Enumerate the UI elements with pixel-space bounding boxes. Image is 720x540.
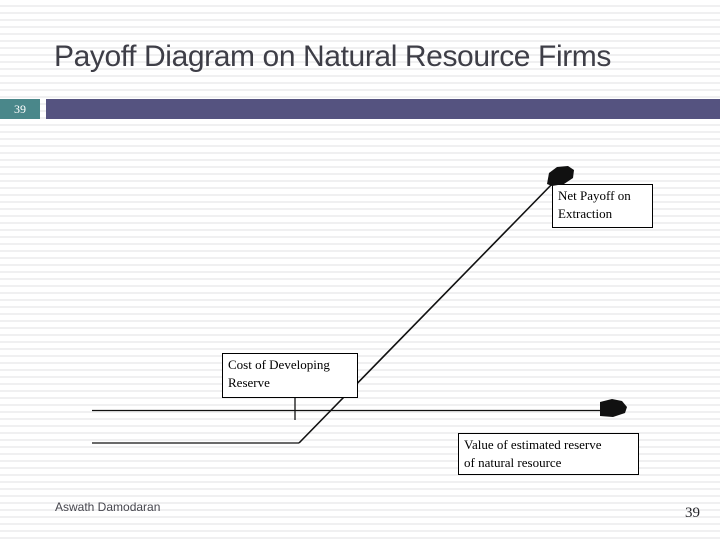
footer-page-number: 39 — [685, 505, 700, 521]
cost-label-line2: Reserve — [228, 375, 270, 390]
slide-number-badge: 39 — [0, 99, 40, 119]
slide-title: Payoff Diagram on Natural Resource Firms — [54, 40, 611, 73]
cost-label-line1: Cost of Developing — [228, 357, 330, 372]
value-label-line1: Value of estimated reserve — [464, 437, 602, 452]
value-label-line2: of natural resource — [464, 455, 562, 470]
net-payoff-label-box: Net Payoff on Extraction — [552, 184, 653, 228]
footer-author: Aswath Damodaran — [55, 500, 161, 514]
net-payoff-label-line2: Extraction — [558, 206, 613, 221]
header-accent-bar — [46, 99, 720, 119]
net-payoff-label-line1: Net Payoff on — [558, 188, 631, 203]
payoff-rising-segment — [298, 180, 556, 444]
value-of-reserve-label-box: Value of estimated reserve of natural re… — [458, 433, 639, 475]
cost-of-developing-label-box: Cost of Developing Reserve — [222, 353, 358, 398]
